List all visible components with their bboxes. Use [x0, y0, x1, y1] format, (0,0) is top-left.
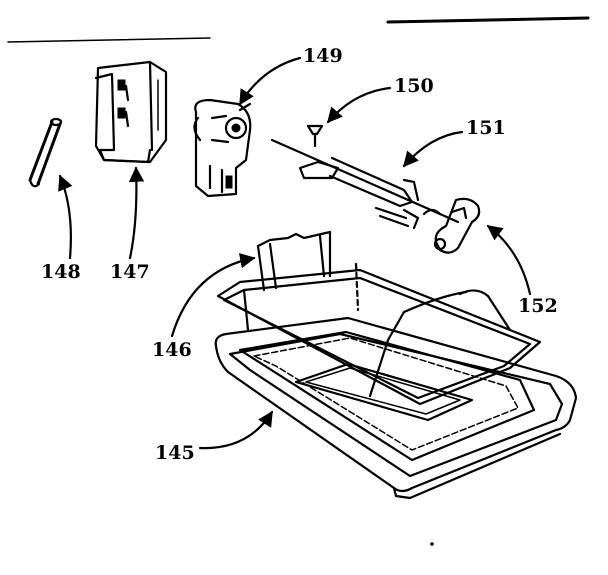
- drip-pan-part: [214, 316, 578, 500]
- leader-lines: [58, 56, 532, 450]
- leader-148: [58, 174, 73, 260]
- motor-bracket-part: [94, 60, 168, 164]
- screw-part: [306, 124, 324, 148]
- leader-146: [170, 253, 256, 338]
- leader-152: [486, 224, 532, 296]
- rotisserie-motor-part: [193, 98, 252, 198]
- spit-knob-part: [422, 197, 481, 254]
- handle-part: [28, 117, 63, 188]
- spit-fork-part: [270, 138, 442, 230]
- leader-150: [326, 86, 392, 124]
- page-border: [7, 16, 590, 43]
- stray-mark: [430, 542, 434, 546]
- leader-147: [128, 166, 145, 260]
- callout-150: 150: [394, 75, 434, 97]
- broil-rack-part: [216, 230, 542, 406]
- leader-149: [238, 56, 302, 106]
- leader-145: [198, 410, 274, 450]
- callout-147: 147: [110, 261, 150, 283]
- leader-151: [402, 130, 464, 168]
- callout-146: 146: [152, 339, 192, 361]
- callout-145: 145: [155, 442, 195, 464]
- callout-151: 151: [466, 117, 506, 139]
- callout-labels: 148 147 149 150 151 152 146 145: [41, 45, 558, 464]
- callout-148: 148: [41, 261, 81, 283]
- callout-149: 149: [303, 45, 343, 67]
- callout-152: 152: [518, 295, 558, 317]
